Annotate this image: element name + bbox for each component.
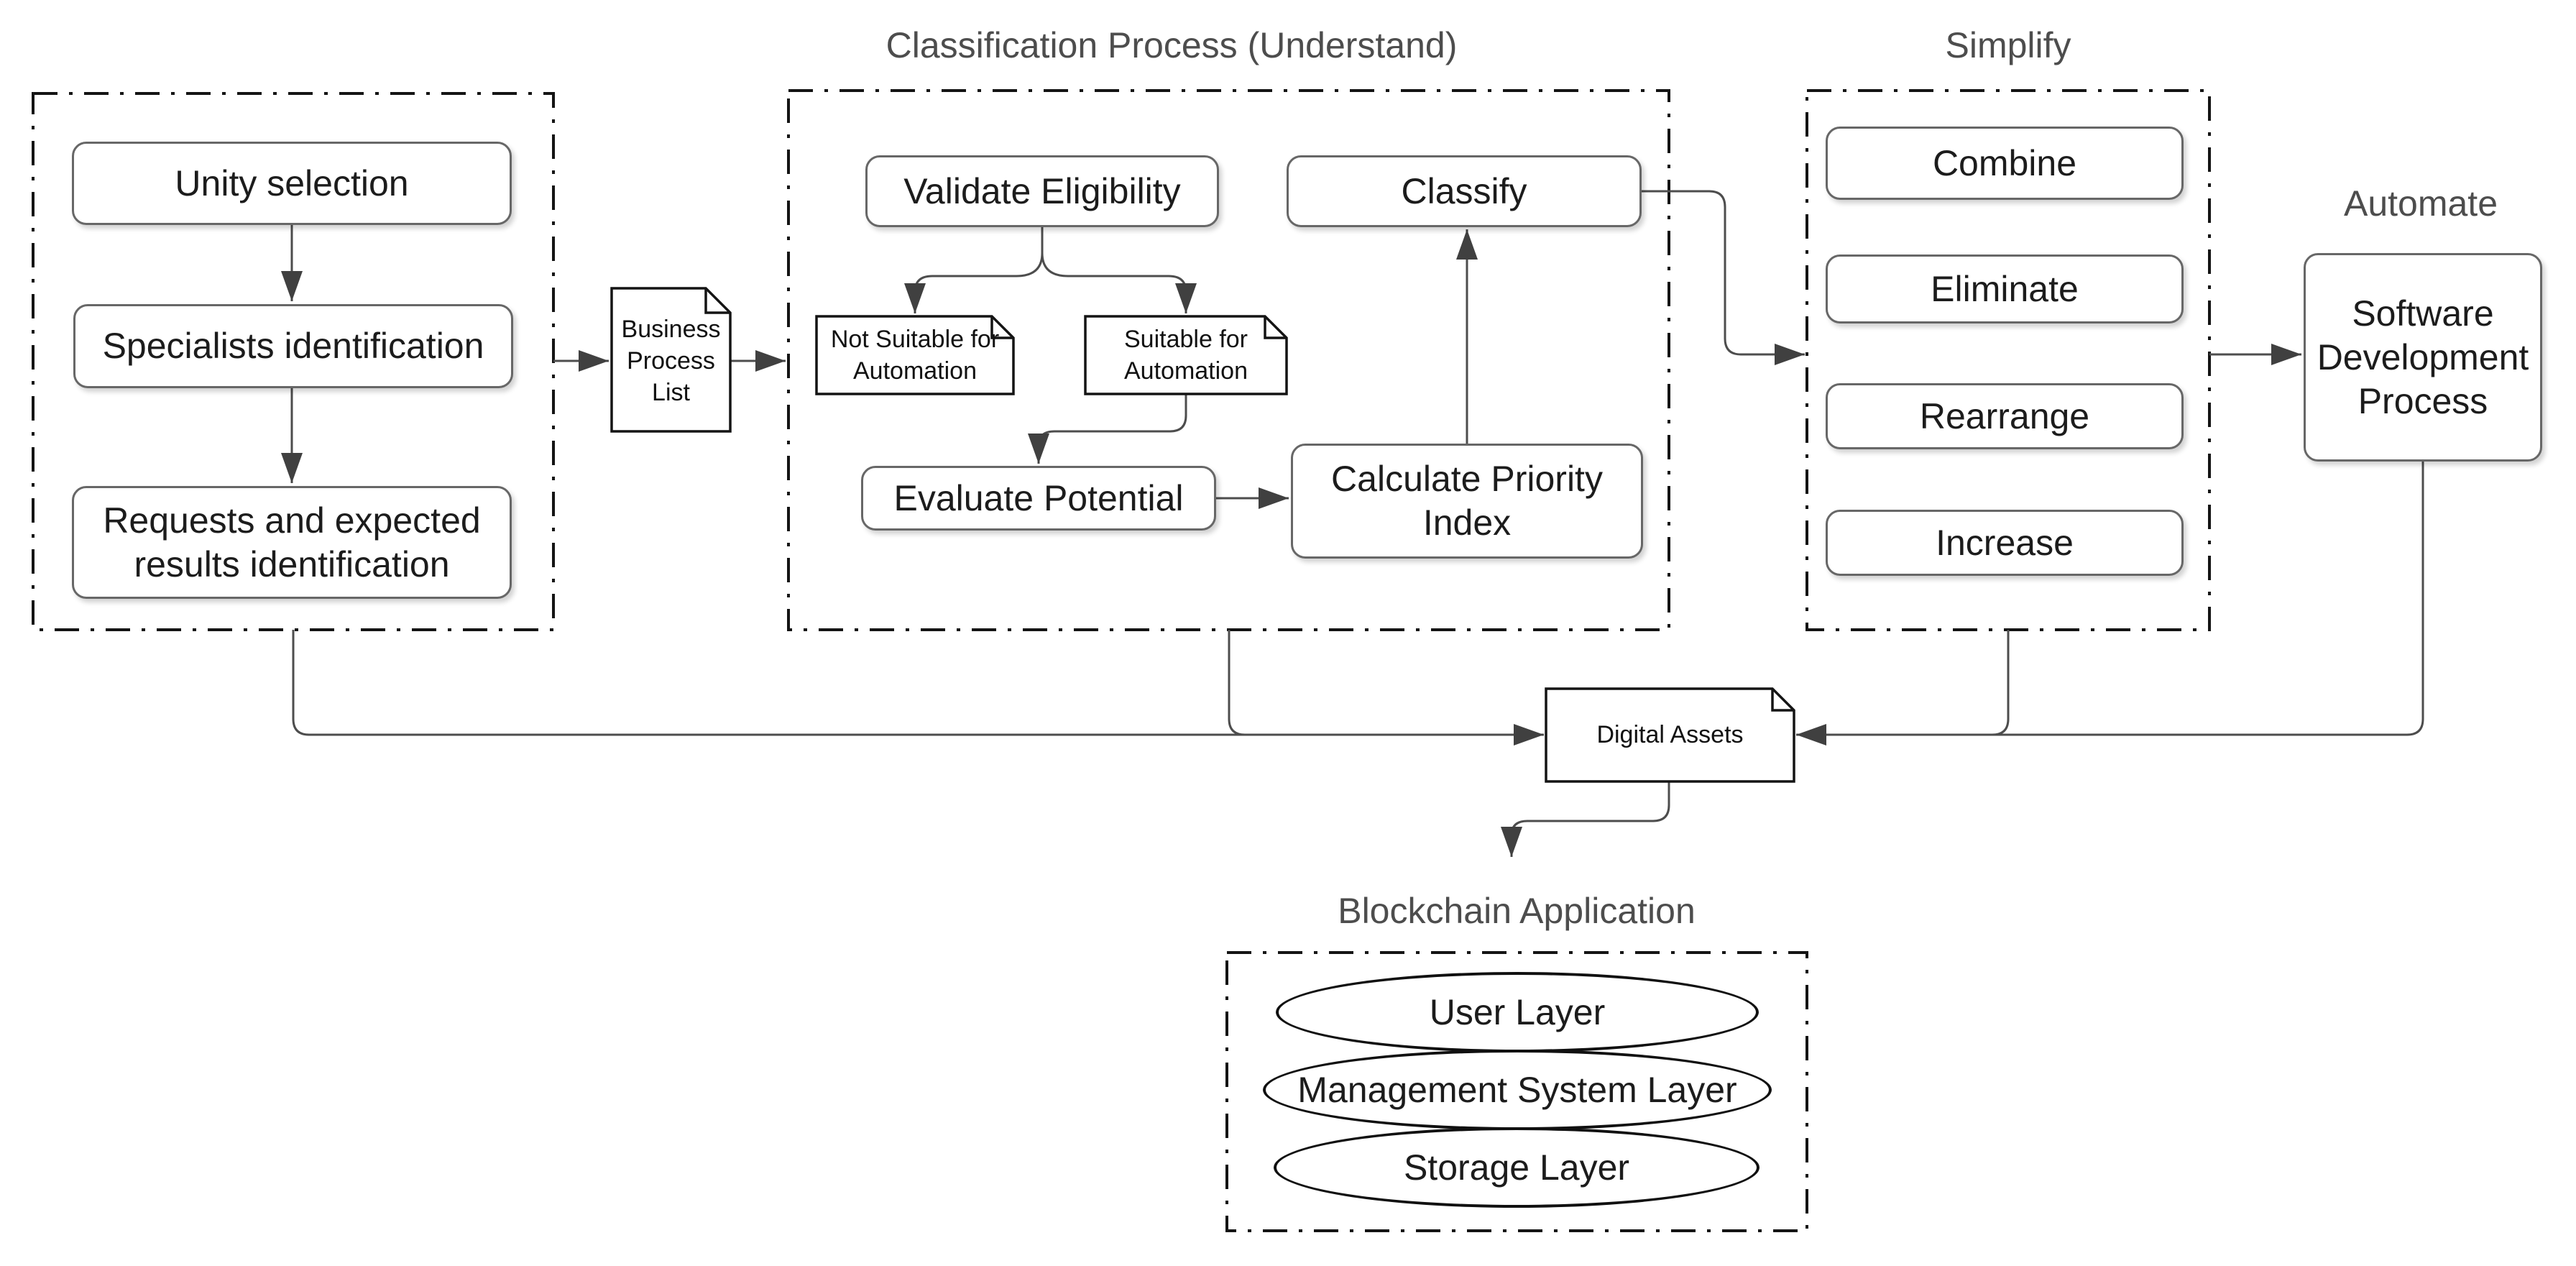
connector-digital-assets-to-blockchain bbox=[1501, 781, 1670, 857]
connector-simplify-to-digital-assets-join bbox=[1977, 630, 2010, 736]
doc-shape-digital-assets bbox=[1545, 687, 1795, 783]
node-user-layer: User Layer bbox=[1276, 972, 1759, 1052]
doc-label-not-suitable: Not Suitable for Automation bbox=[830, 325, 1000, 385]
connector-software-development-to-digital-assets bbox=[1796, 462, 2424, 746]
node-rearrange: Rearrange bbox=[1826, 383, 2184, 449]
title-automate: Automate bbox=[2343, 183, 2498, 224]
node-calculate-priority-index: Calculate Priority Index bbox=[1291, 444, 1643, 559]
node-eliminate: Eliminate bbox=[1826, 254, 2184, 324]
connector-group1-to-digital-assets bbox=[292, 630, 1544, 746]
connector-classify-to-simplify bbox=[1642, 190, 1805, 365]
connector-validate-to-not-suitable bbox=[904, 252, 1044, 313]
node-unity-selection: Unity selection bbox=[72, 142, 512, 225]
node-classify: Classify bbox=[1287, 155, 1642, 227]
node-specialists-identification: Specialists identification bbox=[73, 304, 513, 388]
doc-label-suitable: Suitable for Automation bbox=[1124, 325, 1248, 385]
node-storage-layer: Storage Layer bbox=[1274, 1127, 1760, 1208]
connector-suitable-to-evaluate bbox=[1028, 394, 1187, 464]
node-combine: Combine bbox=[1826, 127, 2184, 200]
connector-classification-to-digital-assets-join bbox=[1228, 630, 1266, 736]
group-box-blockchain-application bbox=[1225, 951, 1808, 1232]
title-blockchain-application: Blockchain Application bbox=[1338, 891, 1696, 931]
doc-label-business-process-list: Business Process List bbox=[621, 315, 721, 407]
doc-label-digital-assets: Digital Assets bbox=[1596, 721, 1744, 749]
node-validate-eligibility: Validate Eligibility bbox=[865, 155, 1219, 227]
node-software-development-process: Software Development Process bbox=[2304, 253, 2542, 462]
node-increase: Increase bbox=[1826, 510, 2184, 576]
doc-shape-suitable bbox=[1084, 315, 1288, 395]
doc-shape-not-suitable bbox=[815, 315, 1015, 395]
doc-shape-business-process-list bbox=[610, 287, 732, 433]
title-simplify: Simplify bbox=[1945, 25, 2071, 65]
connector-validate-to-suitable bbox=[1041, 252, 1197, 313]
node-evaluate-potential: Evaluate Potential bbox=[861, 466, 1216, 531]
title-classification-process: Classification Process (Understand) bbox=[886, 25, 1458, 65]
node-requests-identification: Requests and expected results identifica… bbox=[72, 486, 512, 599]
node-management-system-layer: Management System Layer bbox=[1263, 1050, 1772, 1130]
